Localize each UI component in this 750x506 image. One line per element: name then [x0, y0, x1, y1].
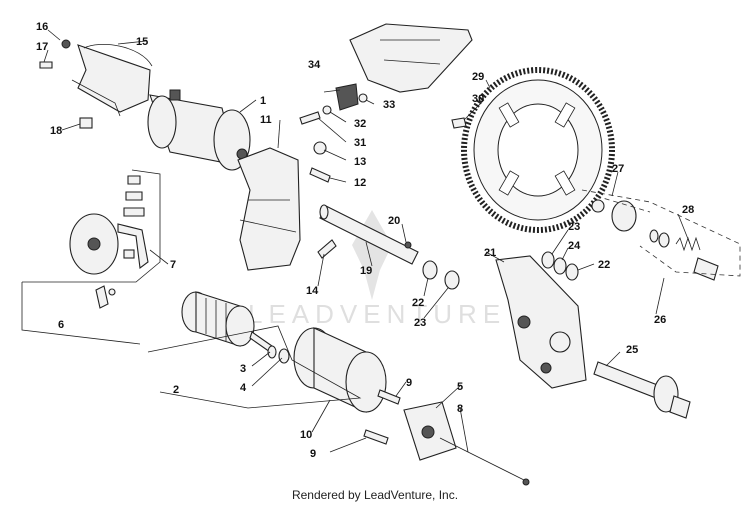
brush-6	[95, 285, 109, 309]
callout-25: 25	[626, 344, 638, 356]
callout-30: 30	[472, 93, 484, 105]
nut-13	[313, 141, 327, 155]
callout-4: 4	[240, 382, 247, 394]
callout-26: 26	[654, 314, 666, 326]
callout-3: 3	[240, 363, 246, 375]
end-cover	[403, 401, 457, 461]
callout-22-left: 22	[412, 297, 424, 309]
callout-20: 20	[388, 215, 400, 227]
callout-6: 6	[58, 319, 64, 331]
callout-28: 28	[682, 204, 694, 216]
callout-12: 12	[354, 177, 366, 189]
washer-32	[322, 105, 332, 115]
motor-yoke	[293, 327, 387, 413]
nut-16	[61, 39, 71, 49]
callout-5: 5	[457, 381, 463, 393]
terminal-stack	[123, 175, 145, 217]
callout-22-right: 22	[598, 259, 610, 271]
callout-23-left: 23	[414, 317, 426, 329]
callout-9-lower: 9	[310, 448, 316, 460]
callout-9-upper: 9	[406, 377, 412, 389]
washer-3	[267, 345, 277, 359]
callout-11: 11	[260, 114, 272, 126]
callout-24: 24	[568, 240, 581, 252]
callout-21: 21	[484, 247, 496, 259]
callouts: 1 2 3 4 5 6 7 8 9 9 10 11 12 13 14 15 16…	[36, 21, 694, 460]
washer-24	[553, 257, 567, 275]
bolt-9-lower	[363, 429, 389, 445]
callout-16: 16	[36, 21, 48, 33]
washer-4	[278, 348, 290, 364]
callout-14: 14	[306, 285, 319, 297]
callout-1: 1	[260, 95, 266, 107]
leader-lines	[43, 29, 691, 453]
pin-20	[404, 241, 412, 249]
callout-7: 7	[170, 259, 176, 271]
washer-33	[358, 93, 368, 103]
washer-22-left	[422, 260, 438, 280]
drive-housing	[495, 255, 587, 389]
heat-shield	[71, 43, 153, 117]
callout-29: 29	[472, 71, 484, 83]
callout-19: 19	[360, 265, 372, 277]
bolt-9-upper	[377, 389, 401, 405]
bolt-31	[299, 111, 321, 125]
callout-2: 2	[173, 384, 179, 396]
starter-motor-assembly	[147, 89, 251, 171]
washer-23-right	[541, 251, 555, 269]
bolt-12	[309, 167, 331, 183]
callout-18: 18	[50, 125, 62, 137]
callout-10: 10	[300, 429, 312, 441]
ring-gear	[461, 67, 615, 233]
washer-23-left	[444, 270, 460, 290]
drive-shaft	[593, 361, 691, 419]
callout-33: 33	[383, 99, 395, 111]
callout-27: 27	[612, 163, 624, 175]
callout-34: 34	[308, 59, 321, 71]
spacer-18	[79, 117, 93, 129]
svg-text:LEADVENTURE: LEADVENTURE	[248, 299, 506, 329]
callout-32: 32	[354, 118, 366, 130]
callout-23-right: 23	[568, 221, 580, 233]
through-bolt-8	[439, 437, 525, 481]
armature	[181, 291, 273, 353]
group-bracket-6	[22, 169, 161, 283]
group-bracket-2	[147, 325, 362, 409]
callout-17: 17	[36, 41, 48, 53]
pinion-assembly	[591, 199, 719, 281]
clip-34	[335, 83, 359, 111]
render-credit: Rendered by LeadVenture, Inc.	[291, 488, 459, 502]
callout-13: 13	[354, 156, 366, 168]
callout-31: 31	[354, 137, 366, 149]
screw-30	[451, 117, 467, 129]
brush-plate	[69, 213, 149, 275]
callout-8: 8	[457, 403, 463, 415]
mounting-plate	[237, 147, 301, 271]
bolt-14	[317, 239, 337, 259]
screw-17	[39, 61, 53, 69]
callout-15: 15	[136, 36, 148, 48]
starter-shaft	[319, 204, 419, 265]
screw-6	[108, 288, 116, 296]
washer-22-right	[565, 263, 579, 281]
upper-bracket	[349, 23, 473, 93]
